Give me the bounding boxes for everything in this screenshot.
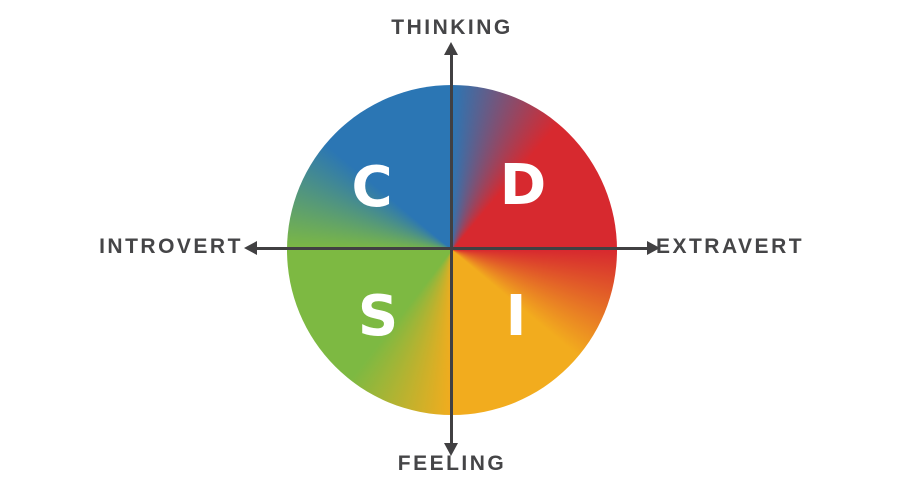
quadrant-letter-d: D <box>499 153 547 218</box>
horizontal-axis-line <box>254 247 650 250</box>
arrow-down-icon <box>444 443 458 456</box>
vertical-axis-line <box>450 52 453 448</box>
axis-label-introvert: INTROVERT <box>99 235 243 258</box>
arrow-left-icon <box>244 241 257 255</box>
arrow-up-icon <box>444 42 458 55</box>
quadrant-letter-i: I <box>505 284 527 349</box>
axis-label-extravert: EXTRAVERT <box>655 235 805 258</box>
axis-label-feeling: FEELING <box>397 452 507 475</box>
quadrant-letter-c: C <box>351 155 393 220</box>
arrow-right-icon <box>647 241 660 255</box>
quadrant-letter-s: S <box>357 284 399 349</box>
axis-label-thinking: THINKING <box>391 16 513 39</box>
